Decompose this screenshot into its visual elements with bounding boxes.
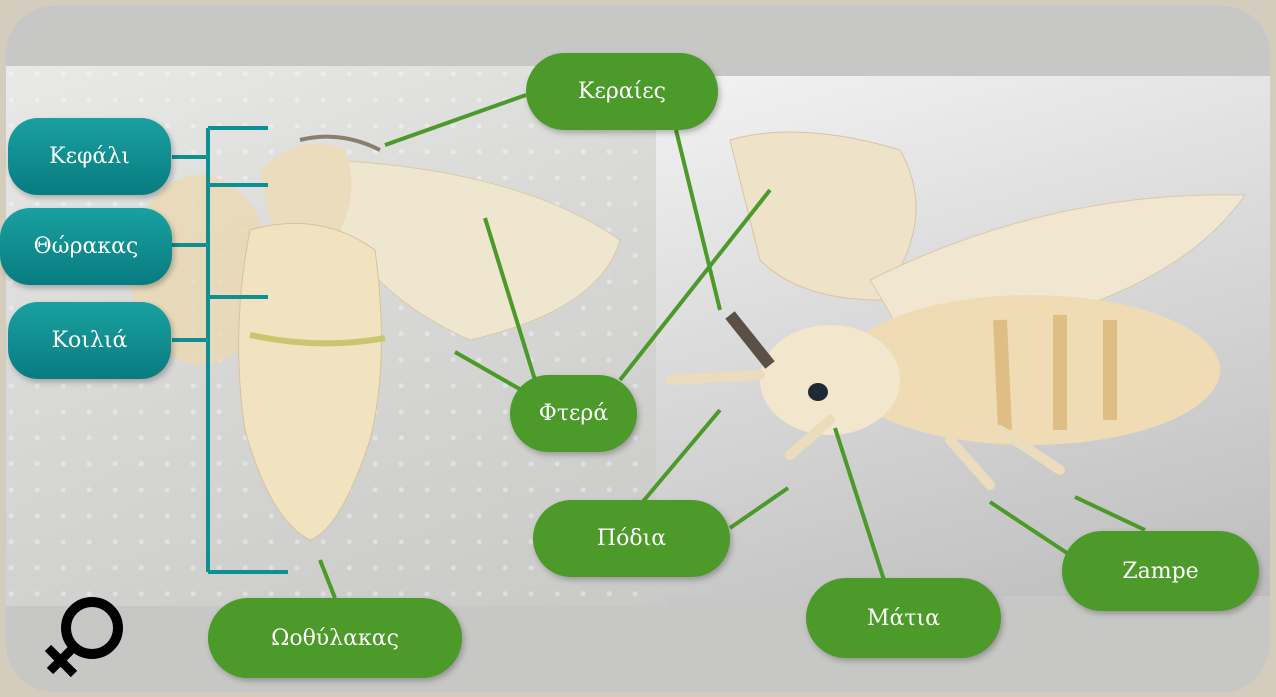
label-eyes: Μάτια [806,578,1001,658]
label-legs: Πόδια [533,500,730,577]
label-head: Κεφάλι [8,118,171,195]
label-antennae: Κεραίες [526,53,718,130]
label-ovipositor: Ωοθύλακας [208,598,462,678]
label-abdomen: Κοιλιά [8,302,171,379]
right-moth [670,132,1245,485]
label-wings: Φτερά [510,375,637,452]
label-thorax: Θώρακας [0,208,172,285]
label-legs-alt: Zampe [1062,531,1259,611]
female-sign-icon [40,592,130,682]
